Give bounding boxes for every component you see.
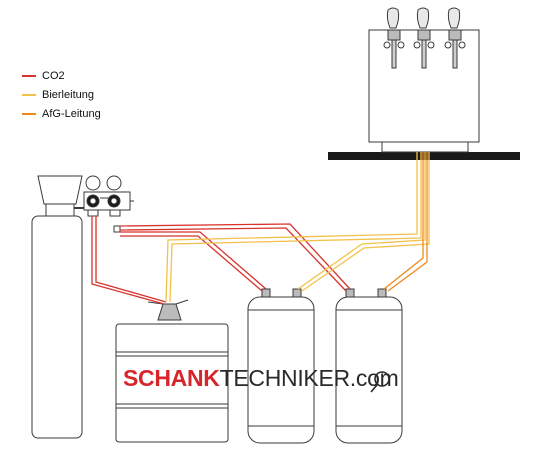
pressure-regulator (74, 175, 134, 233)
beer-lines (165, 152, 430, 303)
faucet-3-icon (444, 7, 466, 69)
cornelius-keg-2 (335, 288, 403, 444)
legend-label-co2: CO2 (42, 69, 65, 82)
cornelius-keg-1 (247, 288, 315, 444)
tap-tower (368, 7, 480, 153)
co2-bottle (31, 175, 83, 439)
faucet-2-icon (413, 7, 435, 69)
counter-top (328, 152, 520, 160)
faucet-1-icon (383, 7, 405, 69)
legend-item-afg: AfG-Leitung (22, 104, 101, 123)
legend-swatch-beer (22, 93, 36, 96)
brand-logo: SCHANKTECHNIKER.com (123, 365, 399, 392)
afg-lines (383, 152, 428, 292)
legend: CO2 Bierleitung AfG-Leitung (22, 66, 101, 123)
logo-part-2: TECHNIKER.com (219, 365, 399, 391)
legend-label-beer: Bierleitung (42, 88, 94, 101)
co2-lines (91, 216, 351, 305)
legend-item-beer: Bierleitung (22, 85, 101, 104)
legend-swatch-co2 (22, 74, 36, 77)
legend-swatch-afg (22, 112, 36, 115)
beer-keg-barrel (115, 299, 229, 443)
logo-part-1: SCHANK (123, 365, 220, 391)
magnifier-icon (370, 371, 390, 393)
legend-item-co2: CO2 (22, 66, 101, 85)
legend-label-afg: AfG-Leitung (42, 107, 101, 120)
